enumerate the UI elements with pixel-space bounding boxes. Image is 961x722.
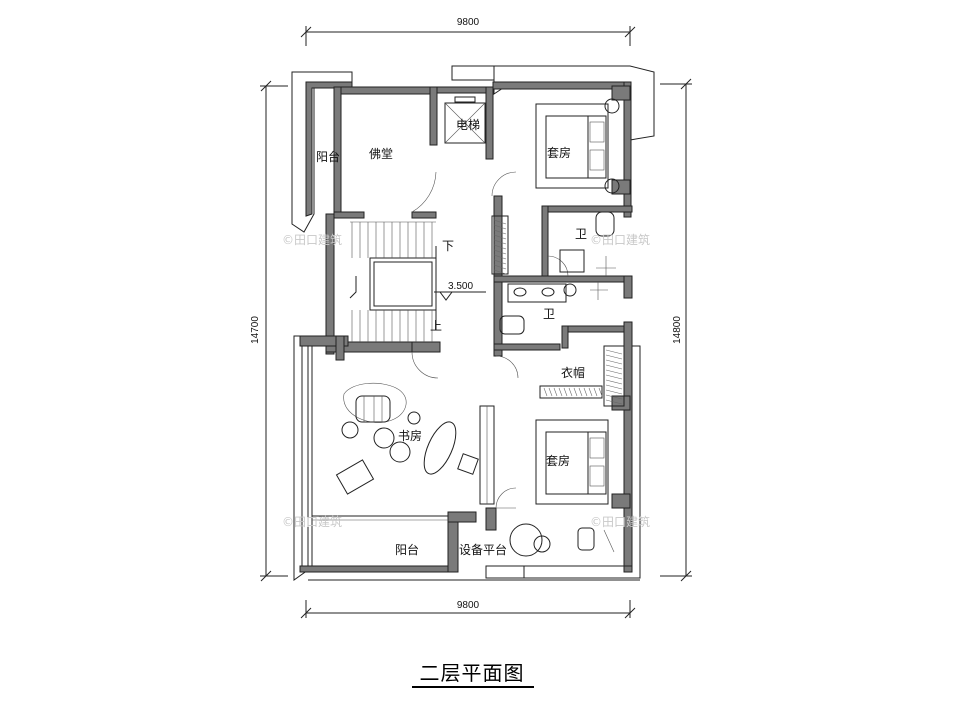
doors xyxy=(411,171,569,509)
watermark-2: ©田口建筑 xyxy=(590,232,650,247)
drawing-line xyxy=(605,384,623,390)
watermark-4: ©田口建筑 xyxy=(590,514,650,529)
drawing-line xyxy=(493,244,507,250)
furniture xyxy=(335,98,620,557)
elevation-marker: 3.500 xyxy=(434,281,486,301)
left-height-label: 14700 xyxy=(250,316,261,344)
drawing-line xyxy=(493,249,507,255)
drawing-line xyxy=(493,224,507,230)
drawing-line xyxy=(573,387,578,397)
drawing-line xyxy=(593,387,598,397)
drawing-line xyxy=(493,264,507,270)
drawing-title: 二层平面图 xyxy=(420,661,525,685)
wardrobes xyxy=(479,215,625,505)
drawing-line xyxy=(493,234,507,240)
drawing-line xyxy=(605,379,623,385)
drawing-line xyxy=(568,387,573,397)
watermark-3: ©田口建筑 xyxy=(282,514,342,529)
cloakroom-label: 衣帽 xyxy=(561,365,585,380)
drawing-line xyxy=(578,387,583,397)
elevator-label: 电梯 xyxy=(456,118,480,132)
drawing-line xyxy=(493,259,507,265)
balcony-left-label: 阳台 xyxy=(316,149,340,164)
staircase xyxy=(349,221,437,342)
drawing-line xyxy=(558,387,563,397)
drawing-line xyxy=(598,387,603,397)
drawing-line xyxy=(605,349,623,355)
suite-bottom-label: 套房 xyxy=(546,453,570,468)
drawing-line xyxy=(493,269,507,275)
equipment-platform-label: 设备平台 xyxy=(459,542,507,557)
study-label: 书房 xyxy=(398,428,422,443)
dimension-left: 14700 xyxy=(250,80,288,582)
dimension-right: 14800 xyxy=(660,78,692,582)
drawing-line xyxy=(543,387,548,397)
drawing-line xyxy=(605,394,623,400)
drawing-line xyxy=(548,387,553,397)
top-width-label: 9800 xyxy=(457,17,480,28)
bath-mid-label: 卫 xyxy=(543,307,555,321)
walls xyxy=(291,65,655,581)
stairs-down-label: 下 xyxy=(442,239,454,253)
right-height-label: 14800 xyxy=(672,316,683,344)
drawing-line xyxy=(605,364,623,370)
drawing-line xyxy=(605,399,623,405)
drawing-line xyxy=(605,374,623,380)
balcony-bottom-label: 阳台 xyxy=(395,542,419,557)
bath-top-label: 卫 xyxy=(575,227,587,241)
drawing-line xyxy=(493,254,507,260)
drawing-line xyxy=(493,229,507,235)
drawing-line xyxy=(588,387,593,397)
buddha-hall-label: 佛堂 xyxy=(369,147,393,161)
suite-top-label: 套房 xyxy=(547,145,571,160)
drawing-line xyxy=(605,369,623,375)
watermark-1: ©田口建筑 xyxy=(282,232,342,247)
drawing-line xyxy=(493,219,507,225)
drawing-line xyxy=(605,389,623,395)
drawing-line xyxy=(553,387,558,397)
drawing-line xyxy=(583,387,588,397)
stairs-up-label: 上 xyxy=(430,319,442,333)
drawing-line xyxy=(563,387,568,397)
dimension-top: 9800 xyxy=(300,17,636,46)
elevation-label: 3.500 xyxy=(448,281,473,292)
drawing-line xyxy=(605,354,623,360)
bottom-width-label: 9800 xyxy=(457,600,480,611)
drawing-line xyxy=(493,239,507,245)
drawing-line xyxy=(605,359,623,365)
dimension-bottom: 9800 xyxy=(300,600,636,619)
